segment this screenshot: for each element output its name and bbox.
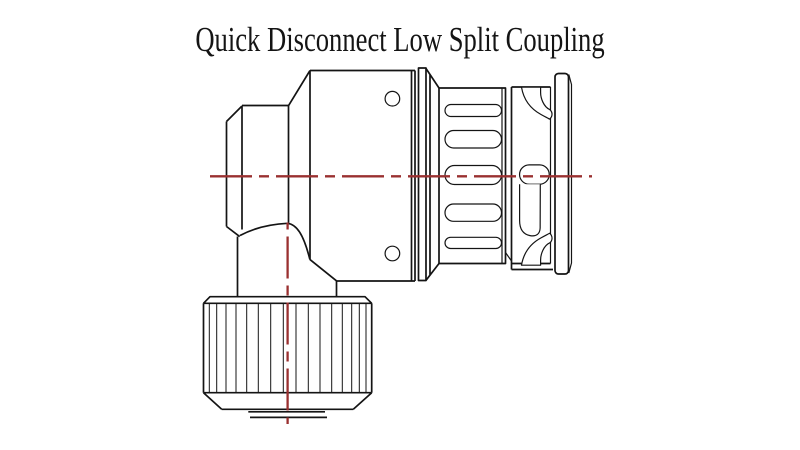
bayonet-sleeve — [505, 86, 553, 271]
bayonet-j-slot-hook — [518, 164, 550, 185]
knurl-lines — [208, 303, 367, 393]
body-hole-top — [384, 90, 401, 107]
spacer-ring — [417, 67, 427, 282]
bayonet-slot-bottom — [520, 232, 553, 266]
spline-collar — [425, 68, 507, 281]
end-flange — [554, 72, 573, 275]
inlet-flange — [225, 104, 290, 238]
outlet-stub — [248, 410, 327, 419]
centerlines — [210, 175, 592, 424]
collar-slots — [444, 103, 503, 250]
body-hole-bottom — [384, 245, 401, 262]
coupling-body — [287, 69, 416, 282]
bayonet-j-slot-channel — [519, 184, 541, 237]
bayonet-slot-top — [520, 86, 553, 120]
drawing-title: Quick Disconnect Low Split Coupling — [195, 20, 605, 59]
